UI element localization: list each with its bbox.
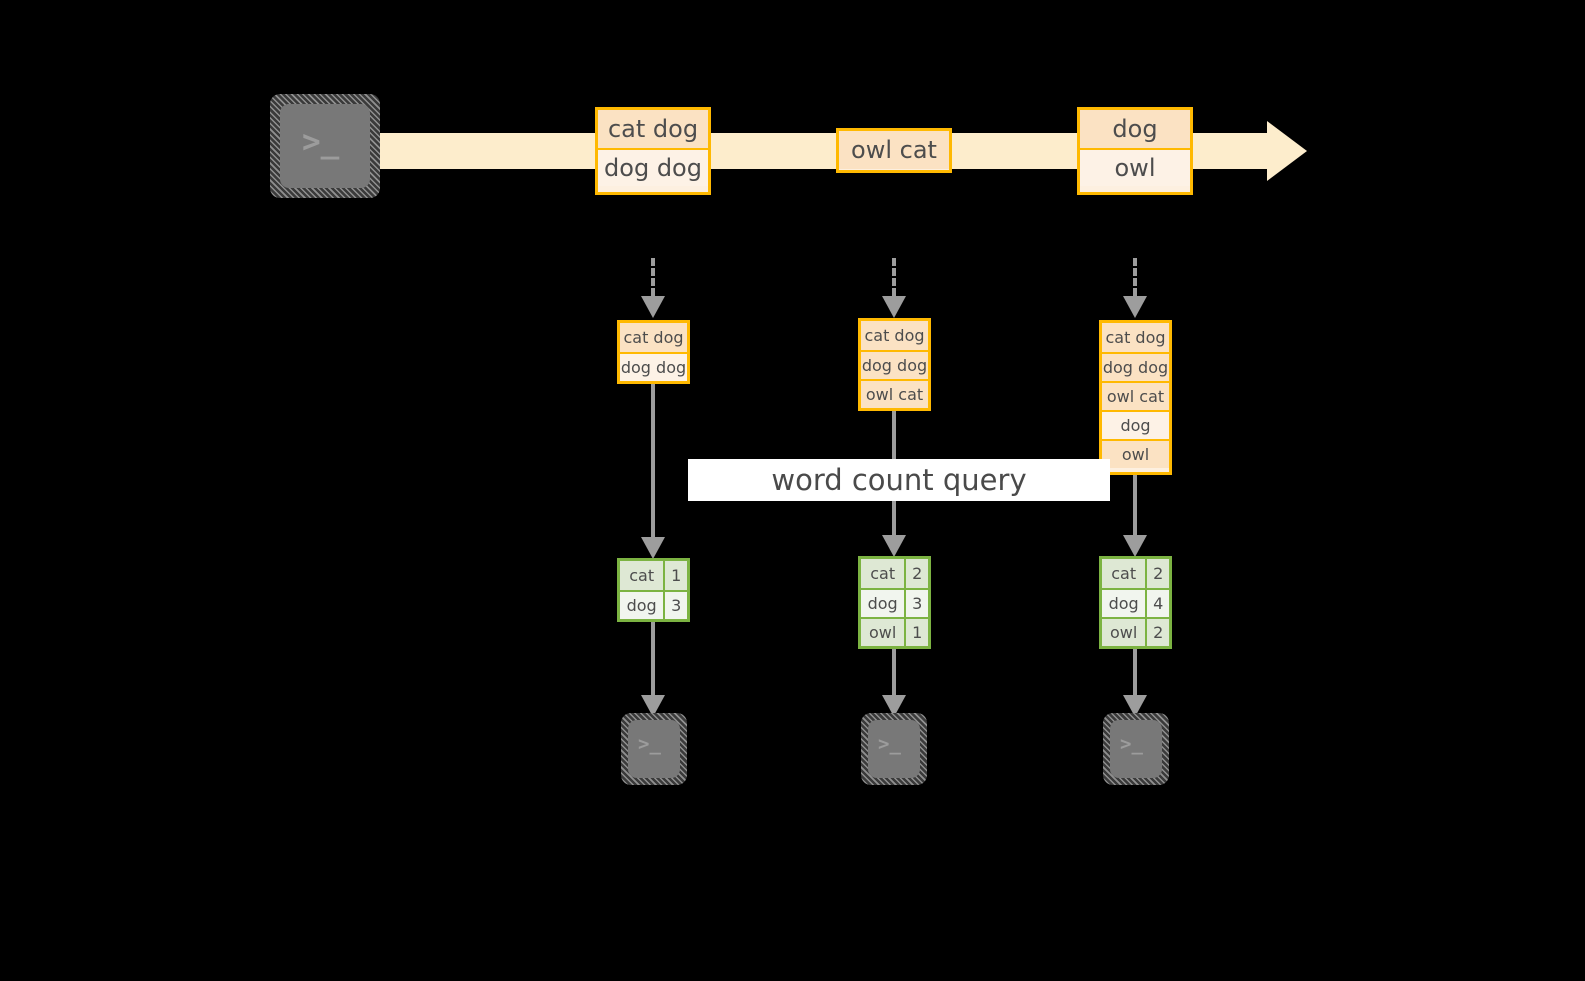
result-count: 1 <box>663 561 687 590</box>
input-row: cat dog <box>1102 323 1169 352</box>
batch-line: dog <box>1080 110 1190 148</box>
result-count: 3 <box>904 590 928 617</box>
batch-line: dog dog <box>598 148 708 186</box>
query-label-text: word count query <box>771 463 1027 497</box>
input-row: owl cat <box>861 379 928 408</box>
batch-line: owl <box>1080 148 1190 186</box>
result-row: owl 2 <box>1102 617 1169 646</box>
result-word: dog <box>861 590 905 617</box>
trigger-3-sink-terminal-icon: >_ <box>1103 713 1169 785</box>
result-count: 4 <box>1145 590 1169 617</box>
result-row: cat 2 <box>861 559 928 588</box>
result-row: dog 4 <box>1102 588 1169 617</box>
result-word: owl <box>1102 619 1146 646</box>
trigger-3-input-arrow-icon <box>1123 258 1147 318</box>
terminal-prompt-glyph: >_ <box>1120 733 1143 755</box>
trigger-1-input-arrow-icon <box>641 258 665 318</box>
trigger-2-input-arrow-icon <box>882 258 906 318</box>
result-word: cat <box>620 561 664 590</box>
stream-arrow-head-icon <box>1267 121 1307 181</box>
input-row: owl cat <box>1102 381 1169 410</box>
trigger-3-query-arrow-icon <box>1123 475 1147 557</box>
result-count: 2 <box>1145 619 1169 646</box>
result-row: cat 1 <box>620 561 687 590</box>
terminal-body <box>1110 720 1162 778</box>
trigger-1-sink-arrow-icon <box>641 622 665 717</box>
input-row: cat dog <box>861 321 928 350</box>
trigger-2-input-table: cat dog dog dog owl cat <box>858 318 931 411</box>
trigger-1-query-arrow-icon <box>641 384 665 559</box>
source-terminal-icon: >_ <box>270 94 380 198</box>
result-row: owl 1 <box>861 617 928 646</box>
trigger-3-sink-arrow-icon <box>1123 649 1147 717</box>
trigger-3-input-table: cat dog dog dog owl cat dog owl <box>1099 320 1172 475</box>
result-count: 1 <box>904 619 928 646</box>
result-row: dog 3 <box>861 588 928 617</box>
batch-line: cat dog <box>598 110 708 148</box>
result-count: 2 <box>904 559 928 588</box>
terminal-body <box>628 720 680 778</box>
stream-batch-3: dog owl <box>1077 107 1193 195</box>
result-word: cat <box>1102 559 1146 588</box>
terminal-prompt-glyph: >_ <box>878 733 901 755</box>
batch-line: owl cat <box>839 131 949 169</box>
input-row: owl <box>1102 439 1169 468</box>
trigger-1-input-table: cat dog dog dog <box>617 320 690 384</box>
result-word: dog <box>620 592 664 619</box>
trigger-1-sink-terminal-icon: >_ <box>621 713 687 785</box>
input-row: dog dog <box>1102 352 1169 381</box>
terminal-body <box>868 720 920 778</box>
stream-batch-2: owl cat <box>836 128 952 173</box>
terminal-body <box>280 104 370 188</box>
terminal-prompt-glyph: >_ <box>302 124 340 160</box>
result-count: 2 <box>1145 559 1169 588</box>
trigger-2-sink-arrow-icon <box>882 649 906 717</box>
trigger-2-result-table: cat 2 dog 3 owl 1 <box>858 556 931 649</box>
input-row: dog dog <box>861 350 928 379</box>
result-word: cat <box>861 559 905 588</box>
stream-batch-1: cat dog dog dog <box>595 107 711 195</box>
trigger-3-result-table: cat 2 dog 4 owl 2 <box>1099 556 1172 649</box>
result-row: cat 2 <box>1102 559 1169 588</box>
input-row: dog dog <box>620 352 687 381</box>
input-row: cat dog <box>620 323 687 352</box>
result-row: dog 3 <box>620 590 687 619</box>
result-word: owl <box>861 619 905 646</box>
trigger-2-sink-terminal-icon: >_ <box>861 713 927 785</box>
terminal-prompt-glyph: >_ <box>638 733 661 755</box>
input-row: dog <box>1102 410 1169 439</box>
result-count: 3 <box>663 592 687 619</box>
query-label-banner: word count query <box>688 459 1110 501</box>
trigger-1-result-table: cat 1 dog 3 <box>617 558 690 622</box>
result-word: dog <box>1102 590 1146 617</box>
